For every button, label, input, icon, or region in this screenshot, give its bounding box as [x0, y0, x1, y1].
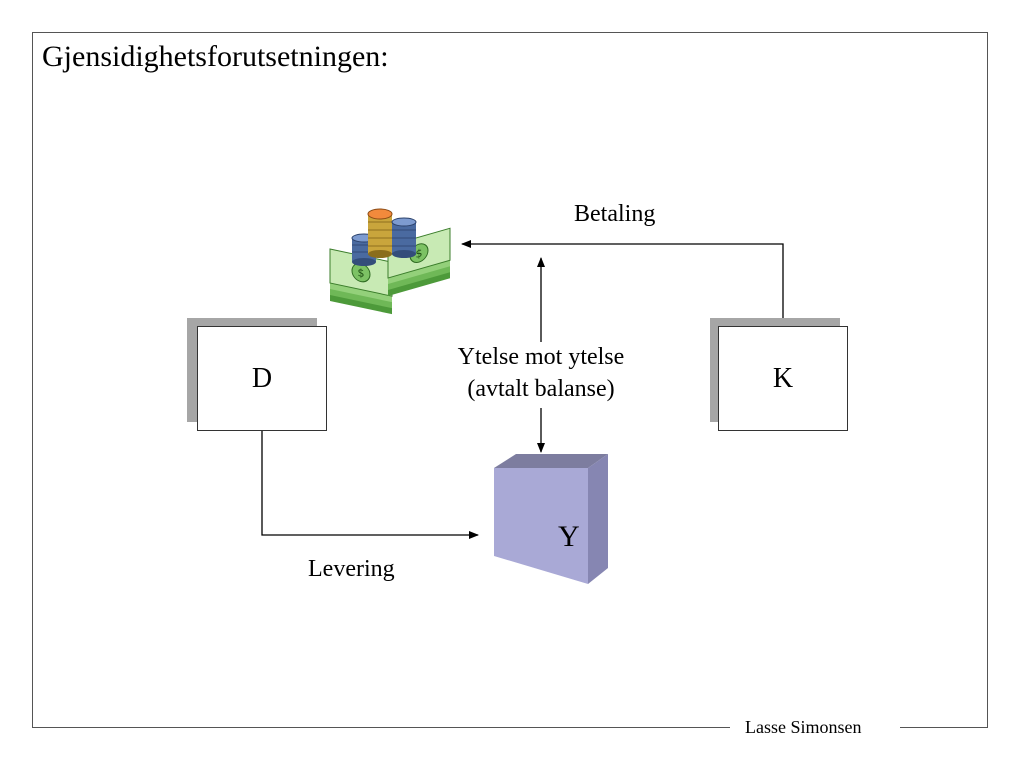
betaling-arrow: [461, 240, 784, 326]
balance-label-line1: Ytelse mot ytelse: [436, 344, 646, 371]
product-cube-icon: [494, 454, 608, 584]
balance-label-line2: (avtalt balanse): [436, 376, 646, 403]
node-d-label: D: [251, 362, 273, 394]
slide-title: Gjensidighetsforutsetningen:: [42, 40, 389, 73]
svg-text:$: $: [416, 246, 423, 261]
node-d: D: [197, 326, 327, 431]
levering-arrow: [261, 430, 479, 539]
node-k-label: K: [772, 362, 794, 394]
svg-text:$: $: [358, 266, 365, 280]
money-stack-icon: $ $: [329, 208, 451, 315]
node-k: K: [718, 326, 848, 431]
slide-frame: [32, 32, 988, 728]
betaling-label: Betaling: [574, 201, 656, 227]
footer-author: Lasse Simonsen: [745, 717, 862, 737]
node-y-label: Y: [558, 520, 580, 553]
levering-label: Levering: [308, 556, 395, 582]
footer-gap: [730, 722, 900, 736]
